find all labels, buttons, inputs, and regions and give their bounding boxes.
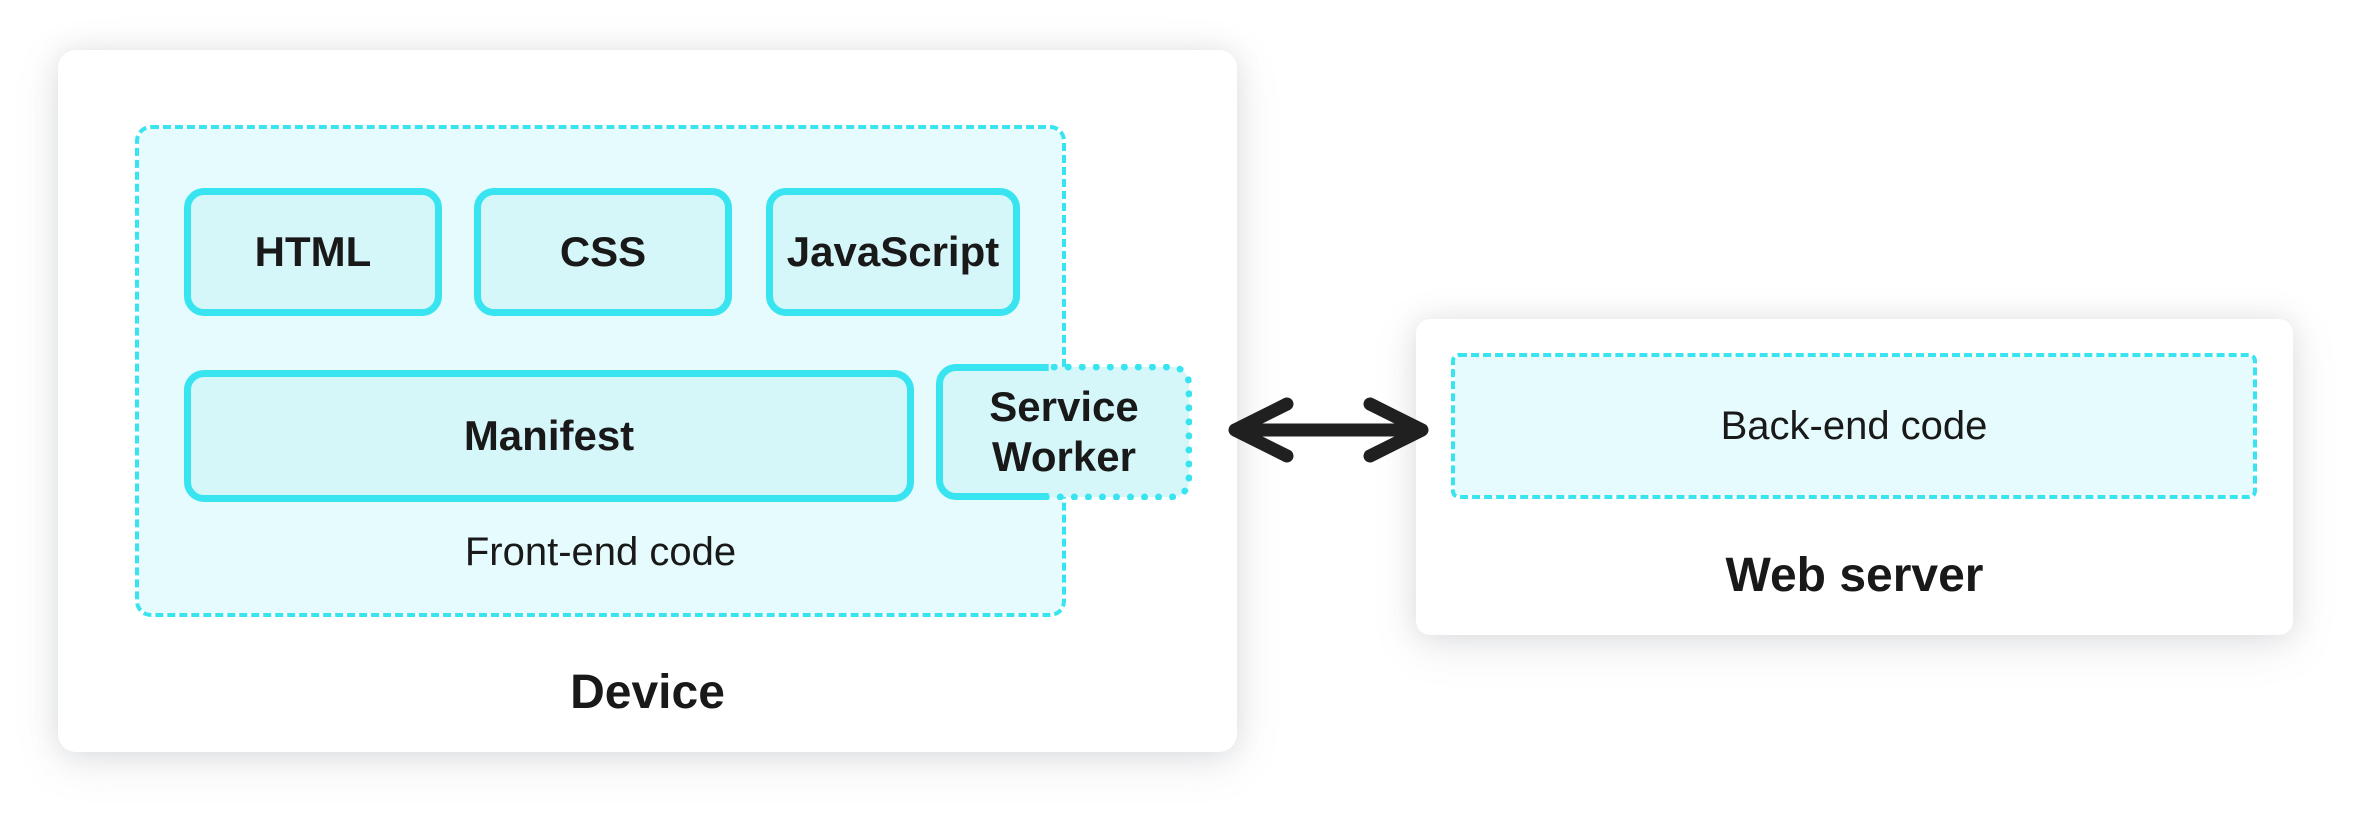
- manifest-box-label: Manifest: [463, 411, 635, 459]
- web-server-card: Back-end code Web server: [1416, 319, 2293, 635]
- backend-code-label: Back-end code: [1720, 403, 1988, 448]
- web-server-label: Web server: [1725, 549, 1984, 602]
- manifest-box: Manifest: [184, 370, 914, 502]
- service-worker-fill: [939, 367, 1189, 497]
- bidirectional-arrow-icon: [1228, 397, 1429, 463]
- backend-code-box: Back-end code: [1451, 353, 2257, 499]
- device-label: Device: [570, 666, 725, 719]
- service-worker-label: Service Worker: [989, 383, 1139, 480]
- html-box-label: HTML: [254, 227, 372, 275]
- html-box: HTML: [184, 188, 442, 316]
- javascript-box-label: JavaScript: [786, 227, 1000, 275]
- css-box-label: CSS: [559, 227, 647, 275]
- javascript-box: JavaScript: [766, 188, 1020, 316]
- frontend-code-label: Front-end code: [464, 530, 737, 574]
- device-card: HTML CSS JavaScript Manifest Front-end c…: [58, 50, 1237, 752]
- css-box: CSS: [474, 188, 732, 316]
- frontend-code-container: HTML CSS JavaScript Manifest Front-end c…: [135, 125, 1066, 617]
- service-worker-box: Service Worker: [936, 364, 1192, 500]
